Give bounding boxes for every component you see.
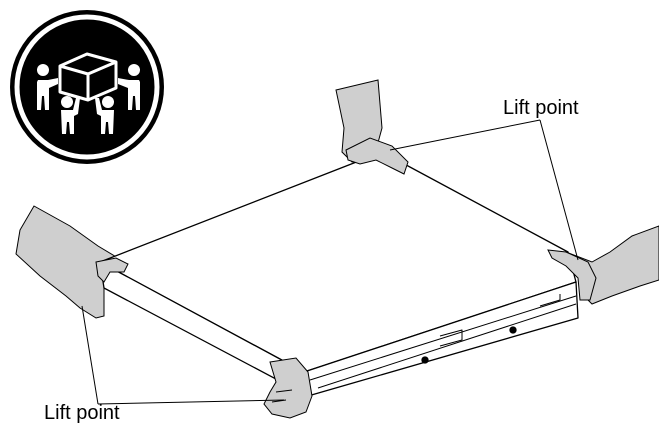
leader-bottom-to-bottom-hand	[97, 399, 285, 405]
leader-top-to-right-hand	[539, 119, 579, 261]
four-person-lift-icon	[10, 10, 164, 164]
bottom-hand	[263, 357, 313, 419]
leader-bottom-to-left-hand	[81, 305, 99, 405]
left-arm	[15, 205, 129, 319]
leader-lines	[81, 119, 579, 405]
lift-point-label-top: Lift point	[503, 97, 579, 119]
hands-front	[95, 137, 597, 419]
left-hand-thumb	[95, 257, 129, 283]
top-hand-fingers	[345, 137, 409, 175]
chassis	[99, 151, 579, 397]
leader-top-to-top-hand	[389, 119, 541, 151]
lift-point-label-bottom: Lift point	[44, 402, 120, 424]
